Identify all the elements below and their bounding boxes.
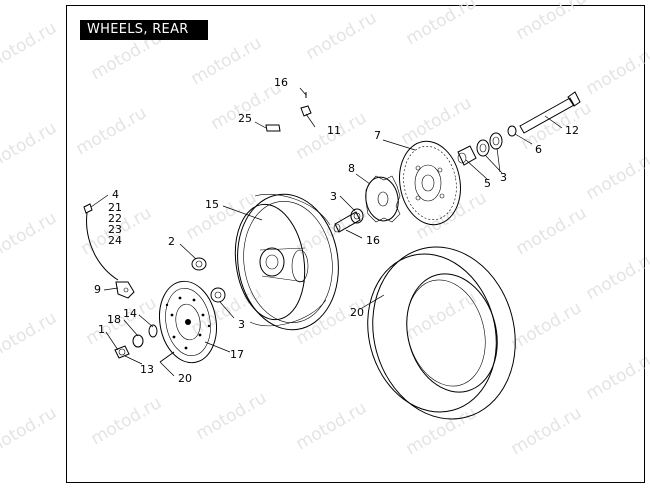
- callout-3-hub: 3: [238, 318, 245, 331]
- rotor-screw: [159, 351, 175, 363]
- rear-axle: [519, 91, 581, 134]
- watermark-text: motod.ru: [513, 203, 591, 259]
- sensor-bracket: [115, 281, 135, 299]
- callout-10: 11: [327, 124, 341, 137]
- callout-25: 25: [238, 112, 252, 125]
- spacer-sleeve: [333, 211, 361, 233]
- watermark-text: motod.ru: [303, 8, 381, 64]
- watermark-text: motod.ru: [583, 248, 650, 304]
- watermark-text: motod.ru: [73, 103, 151, 159]
- bearing-left: [191, 257, 207, 271]
- flat-washer: [132, 334, 144, 348]
- callout-21: 21: [108, 201, 122, 214]
- watermark-text: motod.ru: [83, 293, 161, 349]
- watermark-text: motod.ru: [88, 393, 166, 449]
- axle-nut: [300, 105, 312, 117]
- diagram-panel: [66, 5, 645, 483]
- callout-1: 1: [98, 323, 105, 336]
- leader-lines: [90, 87, 563, 377]
- callout-11: 12: [565, 124, 579, 137]
- rear-wheel: [234, 193, 339, 331]
- brake-disc: [159, 280, 217, 364]
- bearing-hub: [210, 287, 226, 303]
- callout-20-visible: 20: [178, 372, 192, 385]
- watermark-text: motod.ru: [0, 18, 60, 74]
- callout-5: 5: [484, 177, 491, 190]
- watermark-text: motod.ru: [188, 33, 266, 89]
- watermark-text: motod.ru: [403, 0, 481, 49]
- watermark-text: motod.ru: [0, 308, 60, 364]
- watermark-text: motod.ru: [403, 288, 481, 344]
- rear-tire: [367, 246, 516, 420]
- callout-15: 15: [205, 198, 219, 211]
- watermark-text: motod.ru: [583, 348, 650, 404]
- diagram-title: WHEELS, REAR: [80, 20, 208, 40]
- callout-16-visible: 16: [366, 234, 380, 247]
- watermark-text: motod.ru: [398, 93, 476, 149]
- callout-23: 23: [108, 223, 122, 236]
- watermark-text: motod.ru: [0, 403, 60, 459]
- callout-7: 7: [374, 129, 381, 142]
- rear-sprocket: [399, 140, 461, 226]
- callout-6: 6: [535, 143, 542, 156]
- wheel-weight: [265, 124, 281, 132]
- watermark-text: motod.ru: [583, 43, 650, 99]
- watermark-text: motod.ru: [518, 98, 596, 154]
- callout-3-right: 3: [500, 171, 507, 184]
- watermark-text: motod.ru: [293, 398, 371, 454]
- callout-3: 3: [330, 190, 337, 203]
- callout-12: 16: [274, 76, 288, 89]
- watermark-text: motod.ru: [508, 403, 586, 459]
- spacer-washer: [148, 324, 158, 338]
- abs-sensor: [83, 203, 119, 281]
- callout-14: 14: [123, 307, 137, 320]
- sprocket-spacer: [457, 145, 477, 166]
- watermark-text: motod.ru: [508, 298, 586, 354]
- watermark-text: motod.ru: [583, 148, 650, 204]
- watermark-text: motod.ru: [403, 403, 481, 459]
- watermark-text: motod.ru: [193, 388, 271, 444]
- callout-19: 20: [350, 306, 364, 319]
- watermark-layer: motod.ru motod.ru motod.ru motod.ru moto…: [0, 0, 650, 459]
- callout-4: 4: [112, 188, 119, 201]
- callout-22: 22: [108, 212, 122, 225]
- axle-washer: [507, 125, 517, 137]
- callout-9: 9: [94, 283, 101, 296]
- bearing-sprocket: [476, 139, 490, 157]
- watermark-text: motod.ru: [513, 0, 591, 44]
- spacer-outer: [489, 132, 503, 150]
- callout-17: 17: [230, 348, 244, 361]
- callout-24: 24: [108, 234, 122, 247]
- callout-labels: 16 25 11 7 8 3 15 16 17 16 2 3 20 17 20 …: [94, 76, 579, 385]
- watermark-text: motod.ru: [0, 118, 60, 174]
- watermark-text: motod.ru: [0, 208, 60, 264]
- callout-13: 13: [140, 363, 154, 376]
- bearing-right: [350, 208, 364, 224]
- callout-8: 8: [348, 162, 355, 175]
- callout-18: 18: [107, 313, 121, 326]
- callout-2: 2: [168, 235, 175, 248]
- sprocket-isolator: [365, 175, 401, 223]
- disc-bolt: [114, 345, 130, 359]
